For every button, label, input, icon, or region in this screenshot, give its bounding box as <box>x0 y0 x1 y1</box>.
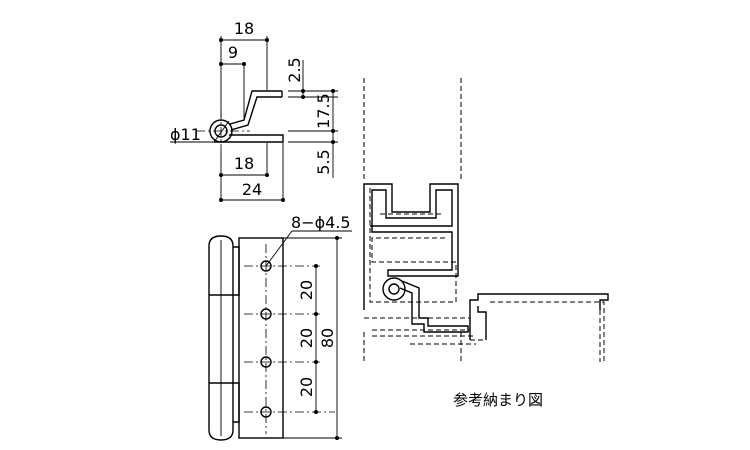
upper-frame-profile <box>363 183 459 310</box>
lower-frame-profile <box>469 293 609 340</box>
dim-pitch-3: 20 <box>297 377 316 397</box>
screw-hole <box>260 406 272 418</box>
dim-height: 80 <box>318 328 337 348</box>
side-view: 18 9 2.5 17.5 5.5 ϕ11 18 24 <box>170 19 338 202</box>
knuckle-tab-top <box>233 246 240 296</box>
reference-caption: 参考納まり図 <box>453 391 543 409</box>
knuckle-strip <box>208 235 234 441</box>
dim-tab-gap: 2.5 <box>285 57 304 82</box>
dim-pitch-1: 20 <box>297 280 316 300</box>
pin-knuckle-outer <box>382 277 406 301</box>
flat-leaf <box>214 134 284 143</box>
screw-hole <box>260 308 272 320</box>
upper-frame-hidden <box>369 188 457 303</box>
dim-pitch-2: 20 <box>297 328 316 348</box>
front-view: 8−ϕ4.5 20 20 20 80 <box>208 213 352 441</box>
screw-hole <box>260 356 272 368</box>
lower-frame-hidden <box>372 301 605 362</box>
leaf-plate <box>238 237 284 439</box>
installed-leaf <box>399 280 469 333</box>
screw-hole <box>260 260 272 272</box>
dim-plate-offset: 17.5 <box>314 93 333 129</box>
dim-overall-width: 24 <box>242 180 262 199</box>
knuckle-tab-bottom <box>233 382 240 423</box>
bent-leaf-outer <box>229 90 282 125</box>
dim-leaf-gap: 5.5 <box>314 149 333 174</box>
dim-top-width: 18 <box>234 19 254 38</box>
dim-holes: 8−ϕ4.5 <box>291 213 351 232</box>
dim-pin-diameter: ϕ11 <box>170 125 201 144</box>
dim-offset: 9 <box>228 43 238 62</box>
reference-installation: 参考納まり図 <box>363 78 609 409</box>
lower-frame-inner <box>477 306 487 340</box>
pin-knuckle-inner <box>388 283 400 295</box>
bent-leaf-inner <box>230 96 282 131</box>
dim-leaf-width: 18 <box>234 154 254 173</box>
